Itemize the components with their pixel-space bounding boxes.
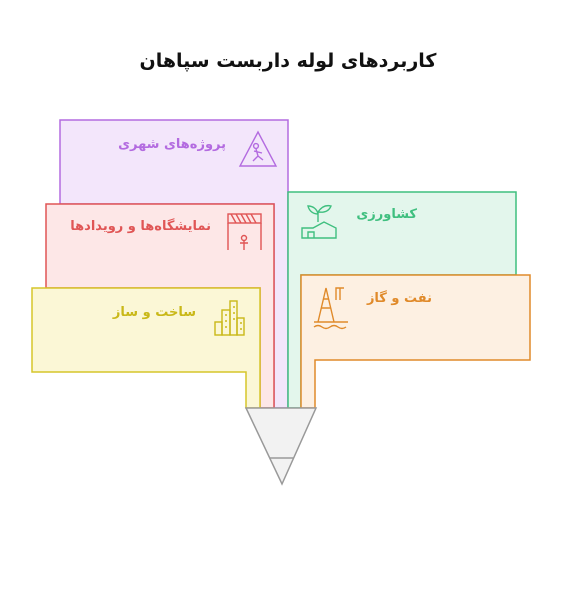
worker-sign-icon	[238, 130, 278, 167]
label-urban-projects: پروژه‌های شهری	[118, 137, 226, 152]
label-agriculture: کشاورزی	[356, 207, 417, 222]
funnel-icon	[244, 407, 318, 486]
label-construction: ساخت و ساز	[112, 305, 196, 320]
diagram-title: کاربردهای لوله داربست سپاهان	[139, 50, 437, 72]
buildings-icon	[214, 300, 245, 336]
farm-sprout-icon	[301, 204, 337, 239]
label-oil-gas: نفت و گاز	[366, 291, 432, 306]
label-exhibitions: نمایشگاه‌ها و رویدادها	[70, 219, 211, 234]
exhibition-stage-icon	[227, 213, 262, 250]
oil-rig-icon	[313, 287, 348, 330]
